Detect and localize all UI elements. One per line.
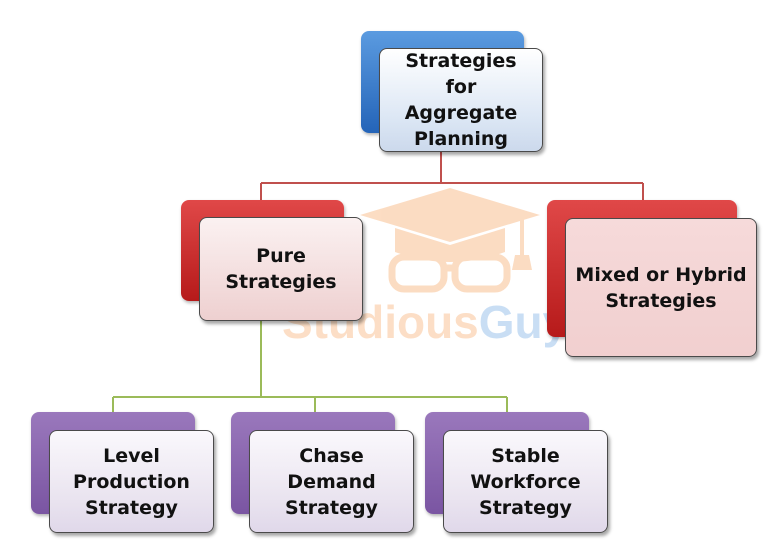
node-chase-label: Chase Demand Strategy [285, 444, 378, 519]
node-stable-label: Stable Workforce Strategy [470, 444, 581, 519]
node-pure-strategies: Pure Strategies [181, 200, 364, 322]
glasses-icon [388, 253, 511, 293]
graduation-cap-icon [360, 188, 540, 242]
node-root: Strategies for Aggregate Planning [361, 31, 545, 153]
node-pure-label: Pure Strategies [225, 245, 337, 293]
node-mixed-strategies: Mixed or Hybrid Strategies [547, 200, 759, 358]
node-root-label: Strategies for Aggregate Planning [404, 50, 518, 150]
node-chase-demand: Chase Demand Strategy [231, 412, 415, 534]
node-level-label: Level Production Strategy [73, 444, 190, 519]
node-level-production: Level Production Strategy [31, 412, 215, 534]
node-mixed-label: Mixed or Hybrid Strategies [575, 263, 747, 312]
node-stable-workforce: Stable Workforce Strategy [425, 412, 609, 534]
